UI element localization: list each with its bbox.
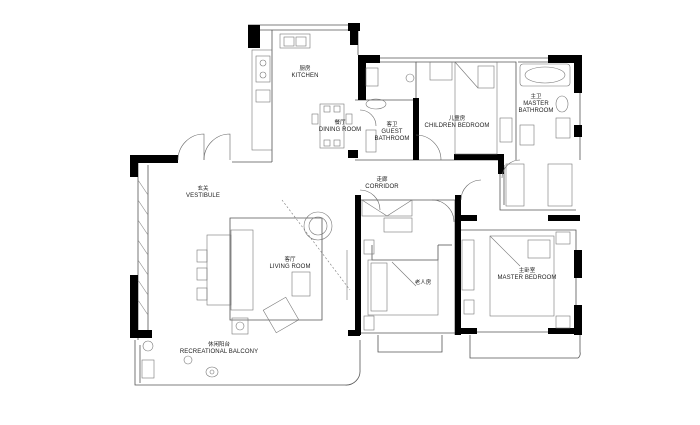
- label-elderly-room-cn: 老人房: [414, 280, 432, 286]
- label-corridor-en: CORRIDOR: [365, 184, 399, 190]
- label-living-en: LIVING ROOM: [269, 264, 311, 270]
- label-living-cn: 客厅: [284, 257, 296, 263]
- label-master-bathroom-cn: 主卫: [530, 94, 542, 100]
- label-living: 客厅 LIVING ROOM: [269, 257, 310, 271]
- solid-walls: [130, 23, 582, 338]
- children-bedroom-furniture: [429, 61, 513, 155]
- master-bedroom-furniture: [461, 231, 571, 329]
- vestibule-cabinet: [137, 179, 149, 316]
- label-dining-cn: 餐厅: [334, 120, 346, 126]
- label-elderly-room: 老人房: [415, 280, 432, 287]
- label-dining-en: DINING ROOM: [318, 127, 362, 133]
- label-corridor: 走廊 CORRIDOR: [365, 177, 398, 191]
- label-balcony: 休闲阳台 RECREATIONAL BALCONY: [180, 342, 258, 356]
- door-swings: [177, 109, 521, 223]
- label-children-bedroom-en: CHILDREN BEDROOM: [424, 123, 490, 129]
- balcony-furniture: [141, 340, 219, 379]
- label-children-bedroom: 儿童房 CHILDREN BEDROOM: [425, 116, 490, 130]
- label-master-bedroom: 主卧室 MASTER BEDROOM: [497, 268, 556, 282]
- living-room-furniture: [196, 199, 351, 335]
- label-vestibule-en: VESTIBULE: [186, 193, 220, 199]
- label-master-bathroom: 主卫 MASTER BATHROOM: [518, 94, 553, 115]
- label-guest-bathroom-en2: BATHROOM: [374, 136, 410, 142]
- label-vestibule: 玄关 VESTIBULE: [186, 186, 220, 200]
- label-kitchen-cn: 厨房: [299, 66, 311, 72]
- wardrobes: [361, 163, 573, 233]
- kitchen-fixtures: [251, 33, 353, 151]
- label-kitchen-en: KITCHEN: [291, 73, 319, 79]
- label-guest-bathroom-en1: GUEST: [381, 129, 403, 135]
- label-vestibule-cn: 玄关: [197, 186, 209, 192]
- label-kitchen: 厨房 KITCHEN: [291, 66, 318, 80]
- label-master-bathroom-en2: BATHROOM: [518, 108, 554, 114]
- label-guest-bathroom-cn: 客卫: [386, 122, 398, 128]
- label-master-bathroom-en1: MASTER: [523, 101, 549, 107]
- label-dining: 餐厅 DINING ROOM: [319, 120, 361, 134]
- label-children-bedroom-cn: 儿童房: [448, 116, 466, 122]
- elderly-bedroom-furniture: [363, 239, 439, 331]
- bathroom-fixtures: [365, 63, 571, 153]
- label-balcony-cn: 休闲阳台: [207, 342, 231, 348]
- label-balcony-en: RECREATIONAL BALCONY: [179, 349, 259, 355]
- label-master-bedroom-cn: 主卧室: [518, 268, 536, 274]
- label-guest-bathroom: 客卫 GUEST BATHROOM: [374, 122, 409, 143]
- label-master-bedroom-en: MASTER BEDROOM: [497, 275, 557, 281]
- label-corridor-cn: 走廊: [376, 177, 388, 183]
